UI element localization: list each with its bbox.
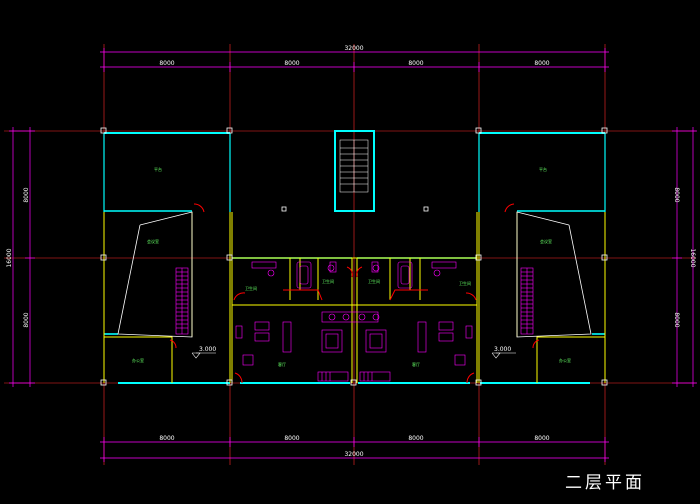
room-label-top-right: 平台 [539,166,547,172]
room-label-wc-right: 卫生间 [459,280,471,286]
dim-left-part-2: 8000 [23,312,30,327]
room-label-living-right: 客厅 [412,361,420,367]
dimension-texts: 32000 8000 8000 8000 8000 8000 8000 8000… [6,45,696,458]
dim-top-bay-2: 8000 [284,60,299,67]
room-label-living-left: 客厅 [278,361,286,367]
dim-bottom-bay-2: 8000 [284,435,299,442]
room-label-mid-right: 会议室 [540,238,552,244]
columns [100,127,608,386]
room-label-corner-right: 办公室 [559,357,571,363]
dim-bottom-bay-1: 8000 [159,435,174,442]
dimension-lines [9,48,697,462]
elevation-left: 3.000 [199,346,216,353]
dim-bottom-bay-4: 8000 [534,435,549,442]
dim-bottom-bay-3: 8000 [408,435,423,442]
elevation-marks: 3.000 3.000 [191,346,516,359]
room-label-mid-left: 会议室 [147,238,159,244]
dim-bottom-total: 32000 [344,451,363,458]
dim-left-part-1: 8000 [23,187,30,202]
terrace-walls [103,130,606,384]
core-stair [339,139,369,193]
dim-right-total: 16000 [689,248,696,267]
room-label-center-wc-left: 卫生间 [322,278,334,284]
meeting-room-walls [117,211,592,338]
dim-right-part-1: 8000 [673,187,680,202]
room-label-wc-left: 卫生间 [245,285,257,291]
dim-left-total: 16000 [6,248,13,267]
dim-top-bay-1: 8000 [159,60,174,67]
yellow-walls [103,212,606,383]
room-labels: 平台 平台 会议室 会议室 卫生间 卫生间 卫生间 卫生间 客厅 客厅 办公室 … [132,166,571,367]
dim-top-total: 32000 [344,45,363,52]
room-label-center-wc-right: 卫生间 [368,278,380,284]
furniture [235,261,473,382]
axis-grid [4,44,696,465]
dim-top-bay-4: 8000 [534,60,549,67]
doors [169,203,540,384]
room-label-corner-left: 办公室 [132,357,144,363]
room-label-top-left: 平台 [154,166,162,172]
elevation-right: 3.000 [494,346,511,353]
dim-top-bay-3: 8000 [408,60,423,67]
dim-right-part-2: 8000 [673,312,680,327]
stairs [175,267,534,335]
drawing-title: 二层平面 [565,473,645,493]
